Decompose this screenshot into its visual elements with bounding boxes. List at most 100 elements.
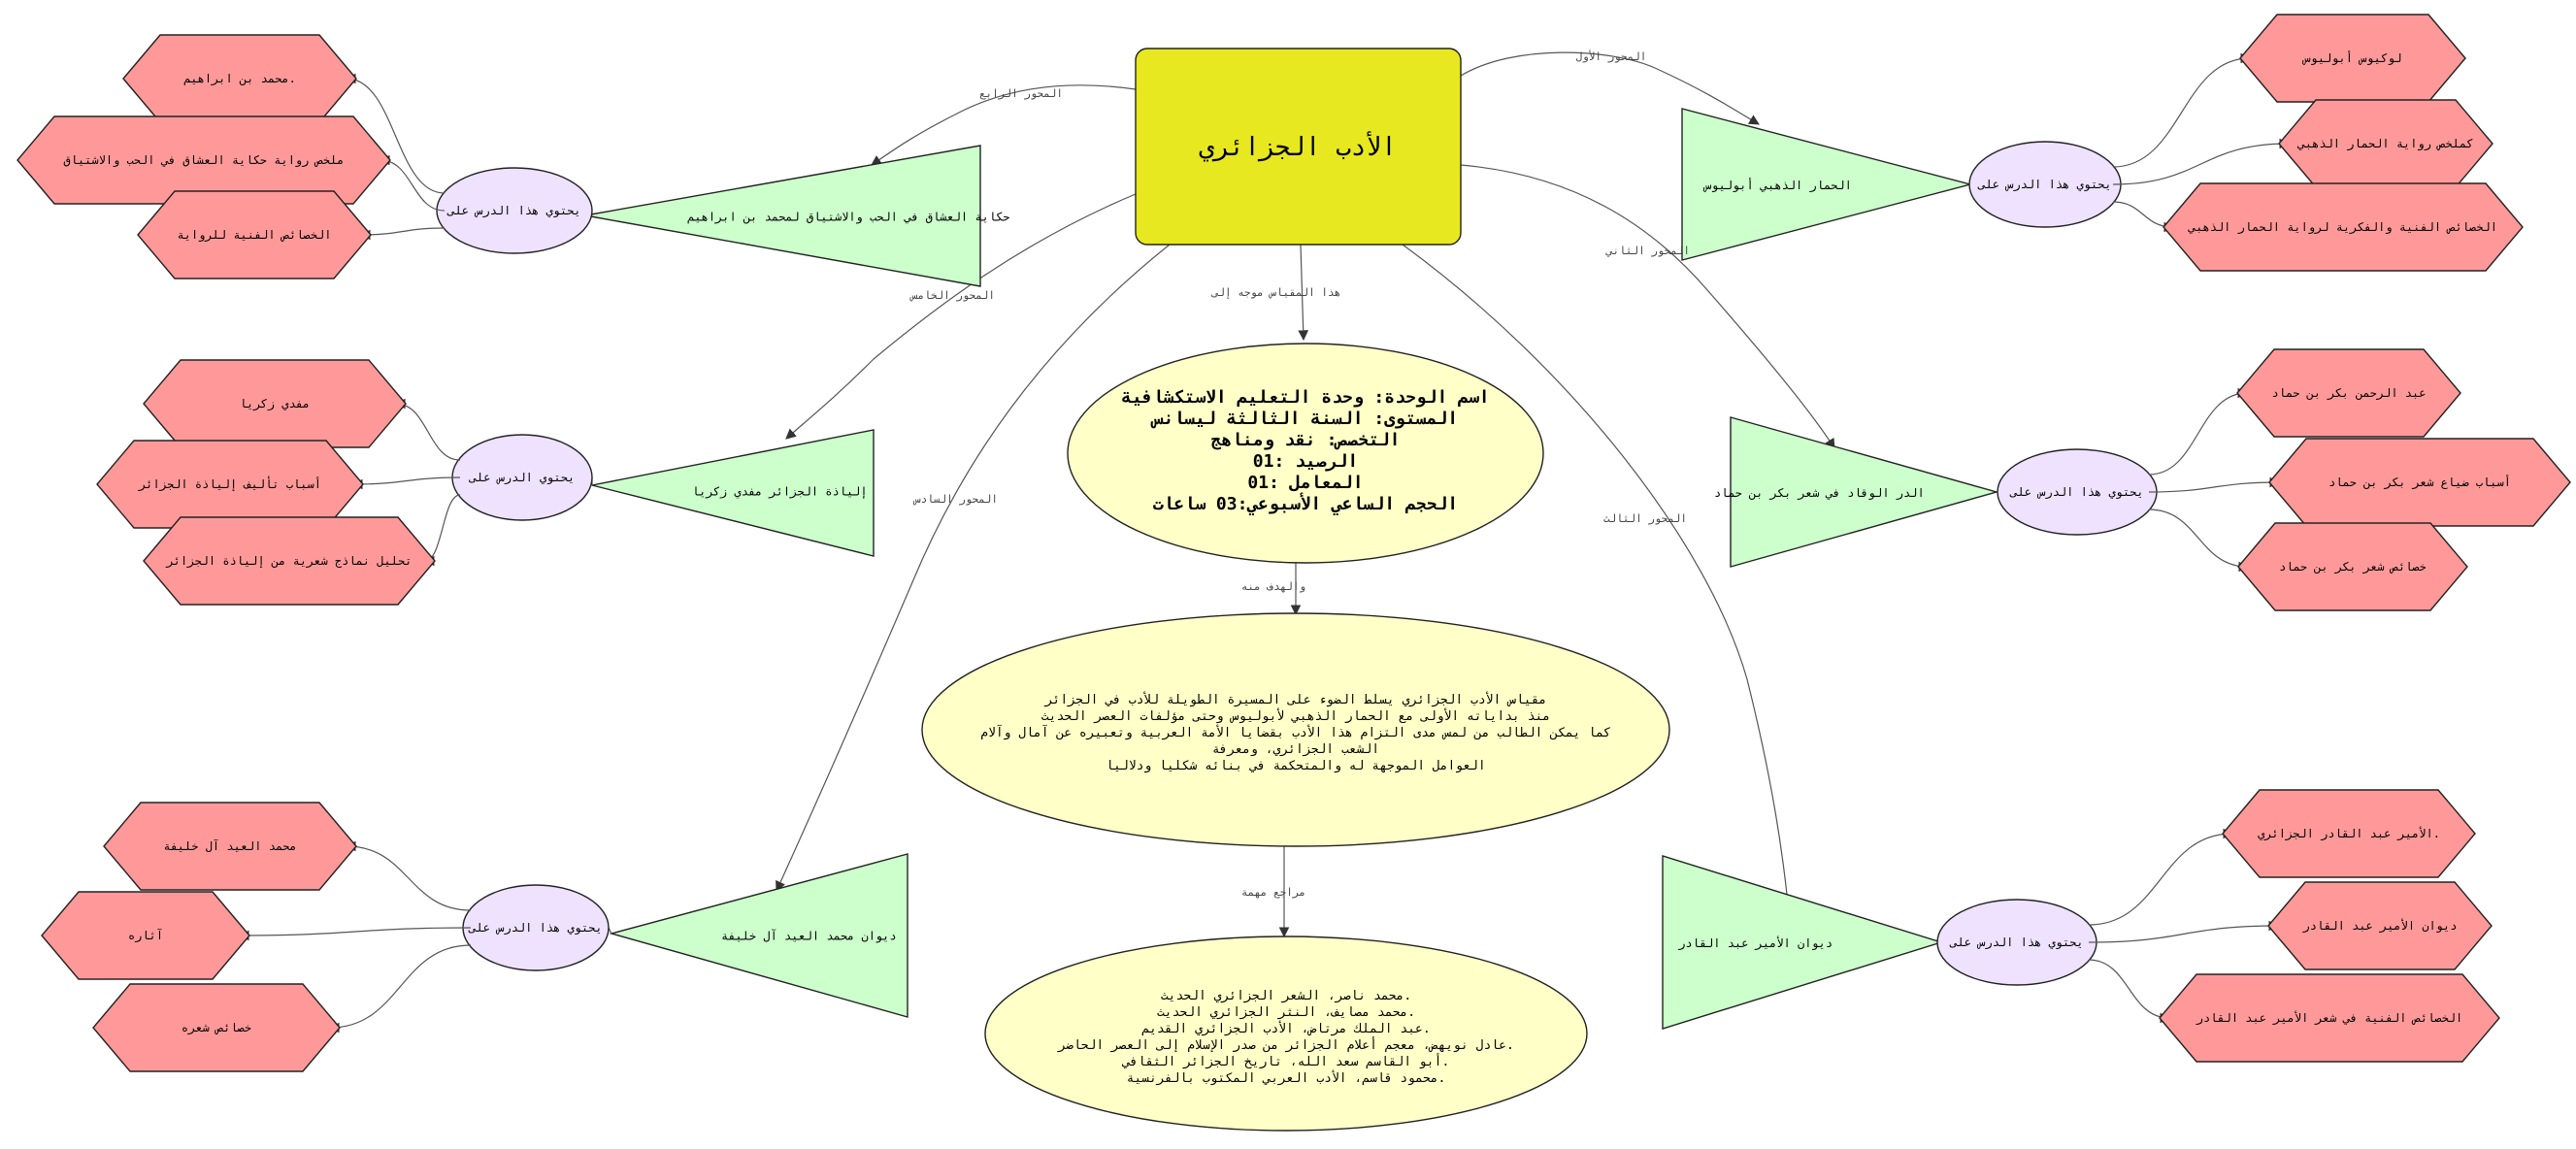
axis-2-title: الدر الوقاد في شعر بكر بن حماد	[1714, 486, 1925, 501]
axis-5-topic-node[interactable]: أسباب تأليف إلياذة الجزائر	[96, 440, 364, 529]
axis-6-contains-label: يحتوي هذا الدرس على	[468, 921, 602, 936]
axis-4-title-node[interactable]: حكاية العشاق في الحب والاشتياق لمحمد بن …	[584, 145, 1010, 287]
edge-axis-5	[785, 193, 1137, 440]
axis-6-group: ديوان محمد العيد آل خليفة يحتوي هذا الدرس…	[41, 802, 908, 1072]
axis-5-topic-edge	[423, 494, 461, 567]
axis-5-topic-node[interactable]: تحليل نماذج شعرية من إلياذة الجزائر	[143, 516, 436, 606]
axis-5-topic-shape	[143, 359, 407, 448]
axis-4-contains-node[interactable]: يحتوي هذا الدرس على	[436, 167, 593, 254]
main-node-box	[1135, 48, 1462, 246]
references-node-shape	[984, 936, 1588, 1132]
axis-6-topic-edge	[345, 840, 472, 911]
goal-line: العوامل الموجهة له والمتحكمة في بنائه شك…	[1106, 759, 1485, 773]
axis-4-title: حكاية العشاق في الحب والاشتياق لمحمد بن …	[687, 210, 1009, 224]
axis-4-topic-edge	[359, 227, 446, 241]
axis-5-topic-edge	[351, 476, 461, 490]
axis-6-title-shape	[609, 853, 908, 1018]
axis-2-contains-node[interactable]: يحتوي هذا الدرس على	[1997, 448, 2158, 536]
axis-6-topic-node[interactable]: خصائص شعره	[92, 983, 341, 1072]
info-line: الرصيد :01	[1253, 451, 1358, 472]
axis-edge-label-1: المحور الأول	[1576, 49, 1647, 63]
axis-3-title-node[interactable]: ديوان الأمير عبد القادر	[1662, 855, 1944, 1030]
axis-3-topic-node[interactable]: الخصائص الفنية في شعر الأمير عبد القادر	[2159, 973, 2500, 1063]
axis-4-topic-node[interactable]: ملخص رواية حكاية العشاق في الحب والاشتيا…	[17, 115, 391, 205]
axis-2-topic-edge	[2148, 387, 2249, 476]
info-line: اسم الوحدة: وحدة التعليم الاستكشافية	[1121, 387, 1489, 408]
axis-1-contains-node[interactable]: يحتوي هذا الدرس على	[1968, 141, 2122, 228]
goal-node-shape	[921, 612, 1670, 847]
axis-3-group: ديوان الأمير عبد القادر يحتوي هذا الدرس ع…	[1662, 789, 2500, 1063]
references-line: أبو القاسم سعد الله، تاريخ الجزائر الثقا…	[1122, 1053, 1450, 1069]
axis-5-title-node[interactable]: إلياذة الجزائر مفدي زكريا	[591, 429, 875, 557]
goal-line: منذ بداياته الأولى مع الحمار الذهبي لأبو…	[1041, 707, 1550, 724]
goal-line: مقياس الأدب الجزائري يسلط الضوء على المس…	[1043, 691, 1547, 707]
axis-3-topic-label: ديوان الأمير عبد القادر	[2302, 918, 2458, 934]
axis-1-topic-node[interactable]: كملخص رواية الحمار الذهبي	[2278, 99, 2493, 188]
axis-6-contains-node[interactable]: يحتوي هذا الدرس على	[462, 884, 610, 971]
axis-6-topic-node[interactable]: آثاره	[41, 891, 250, 980]
references-line: محمد مصايف، النثر الجزائري الحديث.	[1157, 1005, 1415, 1020]
axis-5-topic-label: تحليل نماذج شعرية من إلياذة الجزائر	[166, 554, 413, 569]
axis-3-contains-node[interactable]: يحتوي هذا الدرس على	[1936, 899, 2097, 986]
axis-2-topic-node[interactable]: عبد الرحمن بكر بن حماد	[2236, 348, 2461, 438]
axis-1-topic-node[interactable]: الخصائص الفنية والفكرية لرواية الحمار ال…	[2163, 182, 2524, 272]
axis-1-title-node[interactable]: الحمار الذهبي أبوليوس	[1681, 108, 1973, 261]
axis-2-topic-edge	[2148, 509, 2250, 573]
axis-3-topic-label: الخصائص الفنية في شعر الأمير عبد القادر	[2196, 1010, 2463, 1026]
axis-3-topic-node[interactable]: ديوان الأمير عبد القادر	[2267, 881, 2493, 970]
goal-node[interactable]: مقياس الأدب الجزائري يسلط الضوء على المس…	[921, 612, 1670, 847]
axis-4-contains-shape	[436, 167, 593, 254]
axis-4-topic-label: محمد بن ابراهيم.	[183, 72, 296, 86]
axis-5-topic-edge	[394, 398, 461, 461]
references-node[interactable]: محمد ناصر، الشعر الجزائري الحديث.محمد مص…	[984, 936, 1588, 1132]
axis-1-topic-shape	[2163, 182, 2524, 272]
axis-6-topic-shape	[41, 891, 250, 980]
axis-3-topic-shape	[2267, 881, 2493, 970]
axis-1-topic-label: كملخص رواية الحمار الذهبي	[2297, 137, 2474, 151]
axis-2-title-node[interactable]: الدر الوقاد في شعر بكر بن حماد	[1714, 416, 1999, 568]
axis-2-topic-node[interactable]: خصائص شعر بكر بن حماد	[2237, 522, 2468, 611]
edge-axis-3	[1402, 244, 1796, 936]
axis-5-contains-node[interactable]: يحتوي الدرس على	[451, 434, 593, 521]
axis-3-topic-node[interactable]: الأمير عبد القادر الجزائري.	[2222, 789, 2476, 878]
axis-1-topic-label: الخصائص الفنية والفكرية لرواية الحمار ال…	[2188, 220, 2497, 235]
goal-node-text: مقياس الأدب الجزائري يسلط الضوء على المس…	[980, 691, 1611, 773]
main-node[interactable]: الأدب الجزائري	[1135, 48, 1462, 246]
axis-1-topic-edge	[2112, 201, 2175, 233]
edge-label-main-to-info: هذا المقياس موجه إلى	[1211, 286, 1340, 299]
edge-label-info-to-goal: والهدف منه	[1241, 580, 1305, 593]
axis-1-topic-node[interactable]: لوكيوس أبوليوس	[2239, 14, 2466, 103]
axis-3-title-shape	[1662, 855, 1944, 1030]
edge-axis-4	[871, 84, 1137, 166]
axis-edge-label-3: المحور الثالث	[1603, 512, 1687, 525]
axis-1-title: الحمار الذهبي أبوليوس	[1702, 178, 1852, 193]
axis-4-topic-node[interactable]: الخصائص الفنية للرواية	[137, 190, 372, 279]
axis-4-topic-shape	[17, 115, 391, 205]
axis-6-topic-label: آثاره	[128, 928, 163, 943]
axis-6-title: ديوان محمد العيد آل خليفة	[721, 928, 897, 943]
axis-1-title-shape	[1681, 108, 1973, 261]
axis-5-topic-label: أسباب تأليف إلياذة الجزائر	[138, 476, 321, 492]
axis-5-contains-label: يحتوي الدرس على	[469, 471, 575, 485]
axis-5-topic-node[interactable]: مفدي زكريا	[143, 359, 407, 448]
edge-main-to-info	[1298, 244, 1309, 342]
axis-6-topic-edge	[238, 927, 472, 941]
edge-axis-6	[776, 244, 1171, 892]
axis-3-contains-label: يحتوي هذا الدرس على	[1949, 936, 2083, 950]
axis-6-topic-label: محمد العيد آل خليفة	[163, 838, 296, 853]
axes-layer: الحمار الذهبي أبوليوس يحتوي هذا الدرس على…	[17, 14, 2571, 1072]
axis-6-topic-node[interactable]: محمد العيد آل خليفة	[103, 802, 357, 891]
axis-2-topic-shape	[2268, 438, 2571, 527]
axis-5-title: إلياذة الجزائر مفدي زكريا	[692, 484, 868, 499]
info-line: المستوى: السنة الثالثة ليسانس	[1150, 409, 1458, 429]
axis-2-topic-node[interactable]: أسباب ضياع شعر بكر بن حماد	[2268, 438, 2571, 527]
axis-6-title-node[interactable]: ديوان محمد العيد آل خليفة	[609, 853, 908, 1018]
edge-axis-2	[1460, 164, 1835, 449]
axis-2-topic-label: أسباب ضياع شعر بكر بن حماد	[2328, 475, 2511, 490]
axis-5-topic-shape	[143, 516, 436, 606]
info-line: الحجم الساعي الأسبوعي:03 ساعات	[1153, 492, 1458, 515]
axis-4-topic-node[interactable]: محمد بن ابراهيم.	[122, 34, 357, 123]
axis-5-topic-label: مفدي زكريا	[240, 397, 310, 411]
